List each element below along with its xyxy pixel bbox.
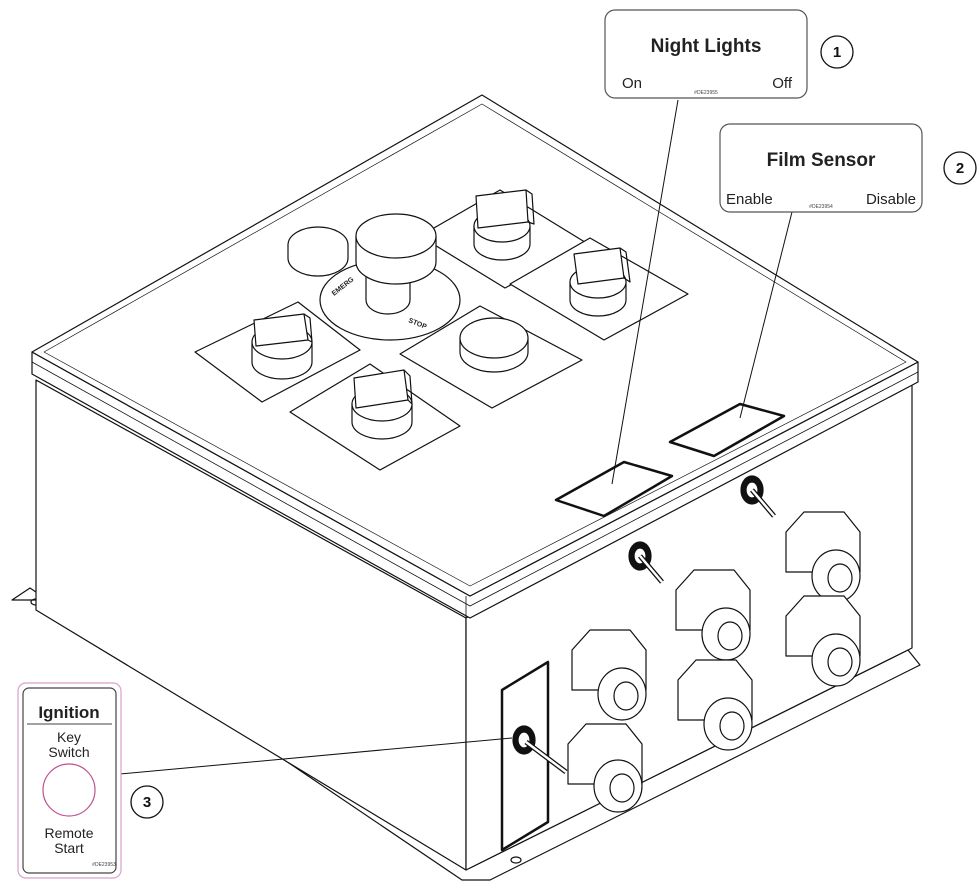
ignition-remote: Remote: [44, 825, 93, 841]
cable-gland-5: [785, 511, 861, 603]
cable-gland-2: [567, 723, 643, 813]
toggle-switch-film-sensor: [740, 475, 776, 518]
mount-hole-bottom: [510, 856, 522, 864]
ignition-start: Start: [54, 840, 84, 856]
callout-2-number: 2: [956, 160, 964, 177]
label-night-lights: Night Lights On Off #DE23955: [604, 9, 808, 99]
cable-gland-6: [785, 595, 861, 687]
selector-knob-bottom: [351, 369, 413, 440]
leader-line-night-lights: [611, 99, 679, 485]
ignition-switch: Switch: [48, 744, 89, 760]
selector-knob-top: [473, 189, 535, 261]
ignition-switch-circle: [42, 763, 96, 817]
night-lights-title: Night Lights: [651, 36, 762, 57]
film-sensor-disable: Disable: [866, 191, 916, 208]
night-lights-off: Off: [772, 75, 793, 92]
film-sensor-title: Film Sensor: [767, 150, 876, 171]
leader-line-film-sensor: [739, 211, 793, 419]
callout-3: 3: [130, 785, 164, 819]
ignition-title: Ignition: [38, 703, 99, 722]
push-button-center: [459, 317, 529, 373]
label-plate-night-lights: [554, 460, 674, 518]
leader-line-ignition: [119, 737, 513, 775]
night-lights-on: On: [622, 75, 642, 92]
cable-gland-1: [571, 629, 647, 721]
callout-1: 1: [820, 35, 854, 69]
label-plate-film-sensor: [668, 402, 786, 458]
film-sensor-code: #DE23954: [809, 204, 833, 210]
callout-2: 2: [943, 151, 977, 185]
toggle-switch-night-lights: [628, 541, 664, 584]
ignition-key: Key: [57, 729, 81, 745]
night-lights-code: #DE23955: [694, 90, 718, 96]
cable-gland-3: [675, 569, 751, 661]
film-sensor-enable: Enable: [726, 191, 773, 208]
callout-3-number: 3: [143, 794, 151, 811]
selector-knob-left: [251, 313, 313, 380]
label-ignition: Ignition Key Switch Remote Start #DE2395…: [17, 682, 122, 879]
callout-1-number: 1: [833, 44, 841, 61]
toggle-switch-ignition: [512, 725, 568, 774]
label-plate-ignition: [500, 660, 550, 852]
cable-gland-4: [677, 659, 753, 751]
label-film-sensor: Film Sensor Enable Disable #DE23954: [719, 123, 923, 213]
ignition-code: #DE23953: [92, 862, 116, 868]
selector-knob-right: [569, 247, 631, 317]
